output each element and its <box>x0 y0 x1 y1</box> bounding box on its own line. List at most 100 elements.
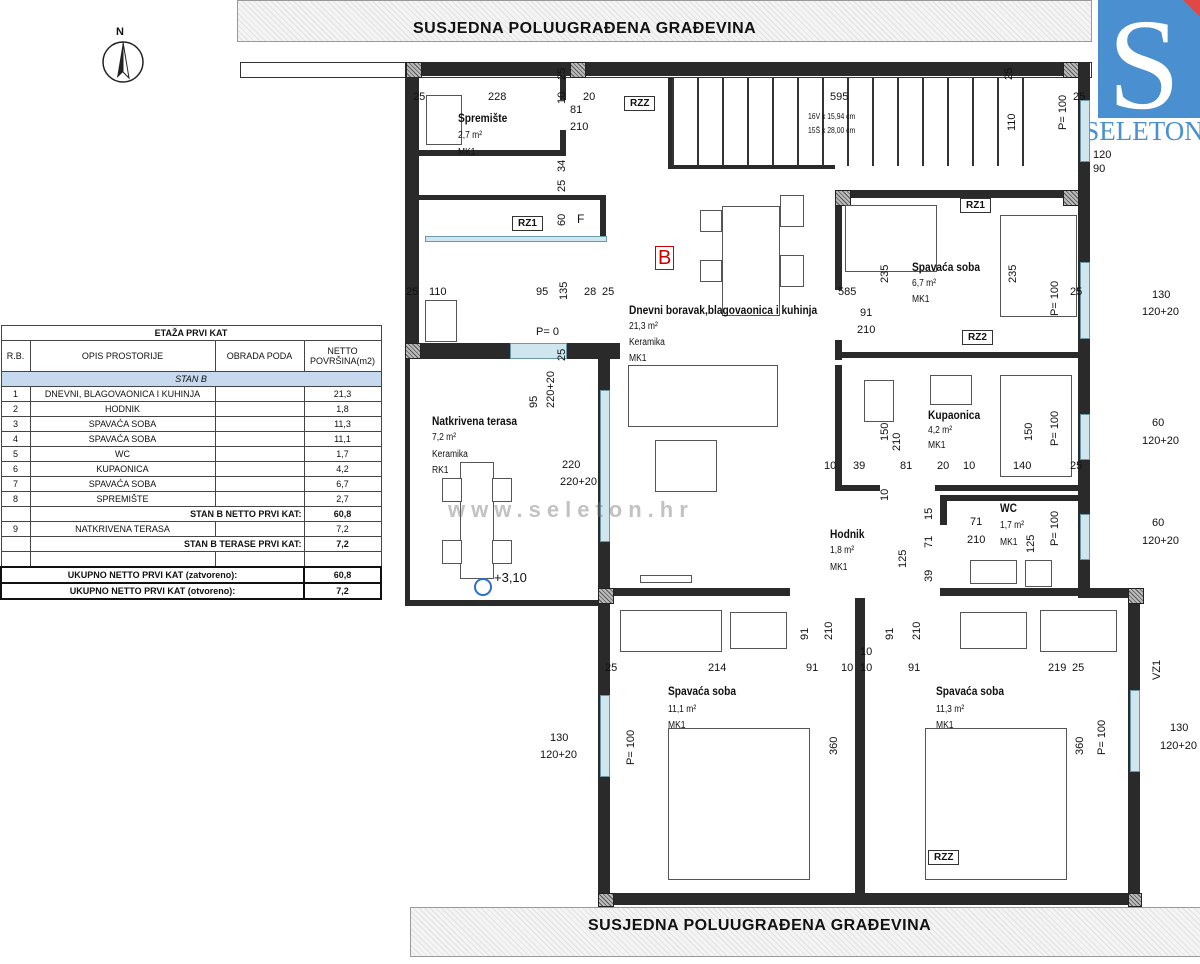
stairs-note: 16V x 15,94 cm <box>808 112 856 121</box>
wall <box>940 588 1090 596</box>
table-cell: NATKRIVENA TERASA <box>29 521 216 537</box>
dimension-label: 235 <box>879 264 891 283</box>
column <box>835 190 851 206</box>
dimension-label: 91 <box>884 627 896 640</box>
chair <box>700 260 722 282</box>
dimension-label: 10 <box>963 460 976 472</box>
dimension-label: 60 <box>1152 417 1165 429</box>
north-arrow-icon: N <box>100 26 146 83</box>
dimension-label: 25 <box>556 179 568 192</box>
table-cell: SPREMIŠTE <box>29 491 216 507</box>
room-name: Spavaća soba <box>912 260 981 274</box>
dimension-label: P= 100 <box>1057 94 1069 130</box>
washing-machine <box>426 95 462 145</box>
dimension-label: 20 <box>583 91 596 103</box>
svg-text:S: S <box>1108 0 1180 137</box>
column-header: OBRADA PODA <box>214 340 305 372</box>
room-name: Spavaća soba <box>668 684 737 698</box>
stair-tread <box>947 78 949 166</box>
window <box>600 695 610 777</box>
apartment-label: B <box>655 246 675 270</box>
table-section: STAN B <box>0 371 382 387</box>
dimension-label: P= 100 <box>625 729 637 765</box>
tag-rz1: RZ1 <box>960 198 991 213</box>
bed <box>668 728 810 880</box>
sink <box>970 560 1017 584</box>
dimension-label: 25 <box>556 67 568 80</box>
dimension-label: 135 <box>558 281 570 300</box>
column <box>1128 893 1142 907</box>
dimension-label: 125 <box>1025 534 1037 553</box>
table-cell: 11,3 <box>303 416 382 432</box>
stair-tread <box>972 78 974 166</box>
table-cell: 3 <box>0 416 31 432</box>
dimension-label: 91 <box>806 662 819 674</box>
dimension-label: 95 <box>536 286 549 298</box>
column-header: NETTO POVRŠINA(m2) <box>303 340 382 372</box>
wall <box>419 195 605 200</box>
dimension-label: 10 <box>879 488 891 501</box>
table-cell: 8 <box>0 491 31 507</box>
room-area: 1,7 m² <box>1000 520 1025 531</box>
table-cell: 21,3 <box>303 386 382 402</box>
sofa <box>628 365 778 427</box>
dimension-label: 25 <box>413 91 426 103</box>
tag-rz2: RZ2 <box>962 330 993 345</box>
dimension-label: 220+20 <box>545 370 557 408</box>
window <box>425 236 607 242</box>
toilet <box>1025 560 1052 587</box>
dimension-label: 120+20 <box>1142 435 1180 447</box>
chair <box>442 540 462 564</box>
dimension-label: 120+20 <box>540 749 578 761</box>
room-area-table: ETAŽA PRVI KAT R.B. OPIS PROSTORIJE OBRA… <box>0 325 382 600</box>
seleton-logo: S SELETON <box>1084 0 1200 146</box>
dimension-label: 81 <box>570 104 583 116</box>
dimension-label: P= 100 <box>1049 280 1061 316</box>
tv-stand <box>640 575 692 583</box>
dimension-label: 25 <box>1070 286 1083 298</box>
column <box>405 343 421 359</box>
wall <box>419 150 565 156</box>
sink <box>930 375 972 405</box>
tag-f: F <box>577 212 585 226</box>
room-code: MK1 <box>928 440 946 451</box>
column <box>406 62 422 78</box>
neighbor-building-bottom <box>410 907 1200 957</box>
dimension-label: P= 0 <box>536 326 559 338</box>
dimension-label: 25 <box>556 348 568 361</box>
total-closed-value: 60,8 <box>303 566 382 584</box>
table-cell <box>214 521 305 537</box>
stairs-note: 15Š x 28,00 cm <box>808 126 856 135</box>
wall <box>598 893 1140 905</box>
svg-text:SELETON: SELETON <box>1088 116 1200 145</box>
table-cell: KUPAONICA <box>29 461 216 477</box>
column <box>1063 62 1079 78</box>
dimension-label: 210 <box>911 621 923 640</box>
dimension-label: 150 <box>1023 422 1035 441</box>
wall <box>835 485 880 491</box>
toilet <box>864 380 894 422</box>
desk <box>960 612 1027 649</box>
stair-tread <box>872 78 874 166</box>
tag-rzz: RZZ <box>928 850 960 865</box>
table-title: ETAŽA PRVI KAT <box>0 325 382 341</box>
dimension-label: 110 <box>429 286 447 298</box>
dimension-label: 120 <box>1093 149 1112 161</box>
column-header: OPIS PROSTORIJE <box>29 340 216 372</box>
dimension-label: 60 <box>1152 517 1165 529</box>
window <box>510 343 567 359</box>
wall <box>835 190 1085 198</box>
stair-tread <box>697 78 699 166</box>
dimension-label: 228 <box>488 91 507 103</box>
wall <box>935 485 1078 491</box>
room-area: 2,7 m² <box>458 130 483 141</box>
wall <box>560 130 566 156</box>
room-code: RK1 <box>432 465 449 476</box>
total-open-label: UKUPNO NETTO PRVI KAT (otvoreno): <box>0 582 305 600</box>
table-cell: 1 <box>0 386 31 402</box>
chair <box>492 478 512 502</box>
dimension-label: P= 100 <box>1049 410 1061 446</box>
